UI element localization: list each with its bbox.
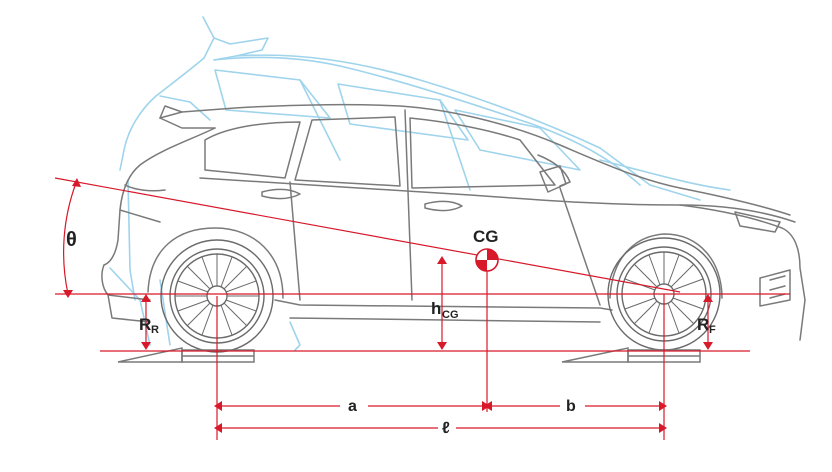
a-label: a (348, 398, 357, 415)
rr-main-text: R (139, 315, 151, 334)
dimension-arrowheads (63, 178, 713, 433)
front-scale (561, 347, 701, 363)
hcg-sub-text: CG (442, 309, 459, 321)
rf-label: R F (697, 315, 716, 336)
hcg-label: h CG (431, 299, 459, 321)
hcg-main-text: h (431, 299, 441, 318)
raised-car-outline (109, 16, 731, 351)
wheelbase-label: ℓ (442, 420, 450, 437)
cg-marker (475, 248, 499, 272)
car-body-outline (101, 103, 806, 341)
dimension-lines (54, 177, 790, 440)
rr-sub-text: R (151, 324, 159, 336)
rf-sub-text: F (709, 324, 716, 336)
cg-label: CG (473, 227, 499, 246)
rf-main-text: R (697, 315, 709, 334)
b-label: b (566, 398, 576, 415)
rr-label: R R (139, 315, 159, 336)
rear-scale (117, 347, 255, 363)
theta-label: θ (66, 229, 77, 251)
